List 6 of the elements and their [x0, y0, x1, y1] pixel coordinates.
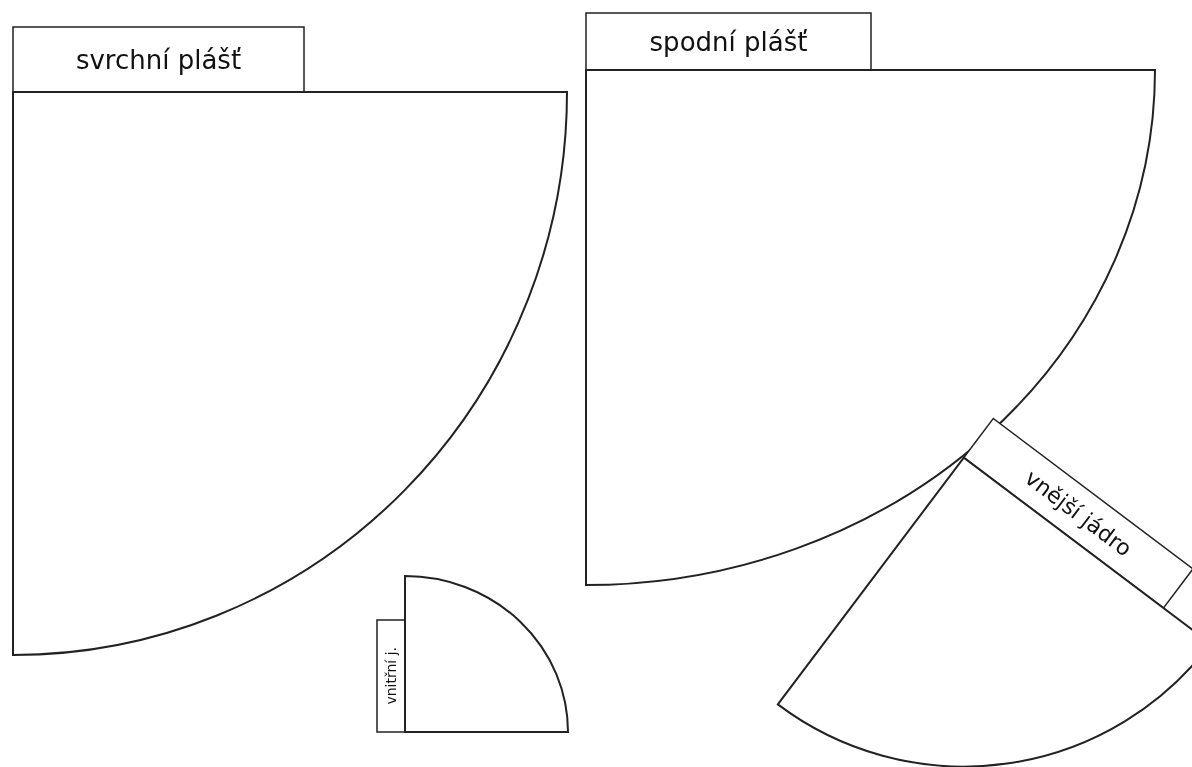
cutout-sector: [376, 575, 569, 733]
tab-label: svrchní plášť: [75, 44, 242, 75]
tab-label: spodní plášť: [649, 26, 808, 57]
tab-label: vnitřní j.: [383, 647, 399, 705]
cutout-sector: [12, 26, 569, 657]
cutout-sector: [585, 12, 1157, 587]
